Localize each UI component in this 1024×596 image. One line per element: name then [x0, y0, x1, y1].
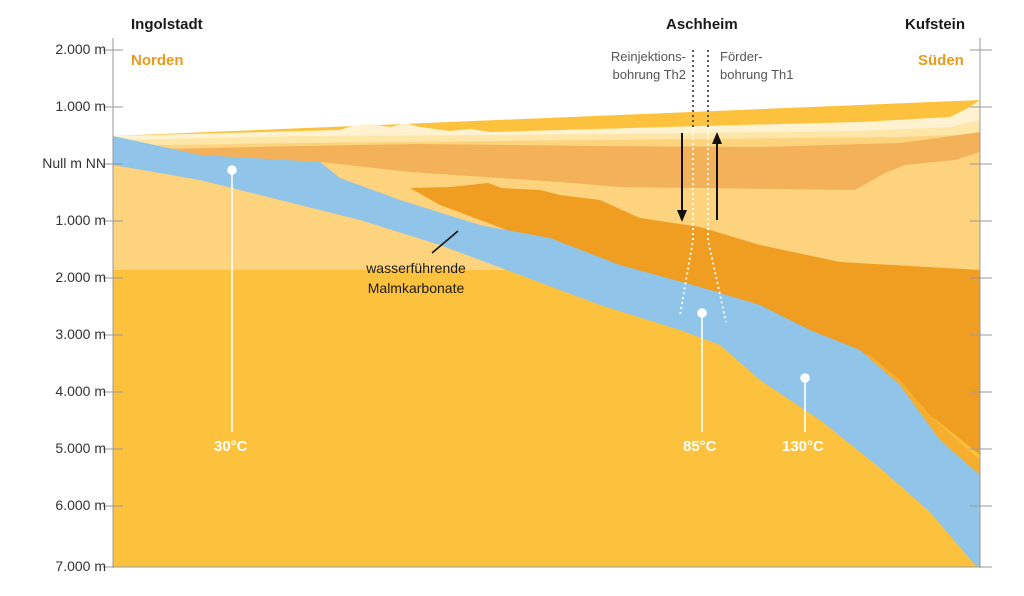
- reinjection-arrow: [677, 133, 687, 222]
- temperature-label-130: 130°C: [782, 438, 824, 455]
- depth-label: Null m NN: [42, 155, 106, 171]
- depth-label: 2.000 m: [55, 269, 106, 285]
- depth-label: 5.000 m: [55, 440, 106, 456]
- axis-ticks: [103, 49, 992, 568]
- production-borehole-label: Förder- bohrung Th1: [720, 48, 794, 84]
- deep-orange-layer: [410, 183, 980, 455]
- depth-label: 1.000 m: [55, 98, 106, 114]
- aquifer-layer: [113, 136, 980, 567]
- aquifer-label: wasserführende Malmkarbonate: [346, 258, 486, 298]
- temperature-label-85: 85°C: [683, 438, 717, 455]
- temperature-markers: [227, 165, 810, 432]
- lower-right-layer: [860, 350, 980, 475]
- production-label-line1: Förder-: [720, 49, 763, 64]
- temperature-label-30: 30°C: [214, 438, 248, 455]
- direction-north: Norden: [131, 52, 184, 69]
- town-kufstein: Kufstein: [905, 16, 965, 33]
- depth-label: 7.000 m: [55, 558, 106, 574]
- depth-label: 4.000 m: [55, 383, 106, 399]
- depth-label: 2.000 m: [55, 41, 106, 57]
- town-ingolstadt: Ingolstadt: [131, 16, 203, 33]
- boreholes: [692, 50, 709, 128]
- reinjection-borehole-label: Reinjektions- bohrung Th2: [592, 48, 686, 84]
- reinjection-label-line1: Reinjektions-: [610, 49, 686, 64]
- aquifer-label-line1: wasserführende: [366, 260, 466, 276]
- depth-label: 1.000 m: [55, 212, 106, 228]
- aquifer-label-line2: Malmkarbonate: [367, 280, 465, 296]
- depth-label: 3.000 m: [55, 326, 106, 342]
- reinjection-label-line2: bohrung Th2: [612, 67, 687, 82]
- production-label-line2: bohrung Th1: [720, 67, 794, 82]
- boreholes-underground: [679, 128, 727, 323]
- town-aschheim: Aschheim: [666, 16, 738, 33]
- direction-south: Süden: [918, 52, 964, 69]
- aquifer-leader-line: [431, 230, 459, 254]
- production-arrow: [712, 132, 722, 220]
- depth-label: 6.000 m: [55, 497, 106, 513]
- mid-orange-layer: [165, 132, 980, 190]
